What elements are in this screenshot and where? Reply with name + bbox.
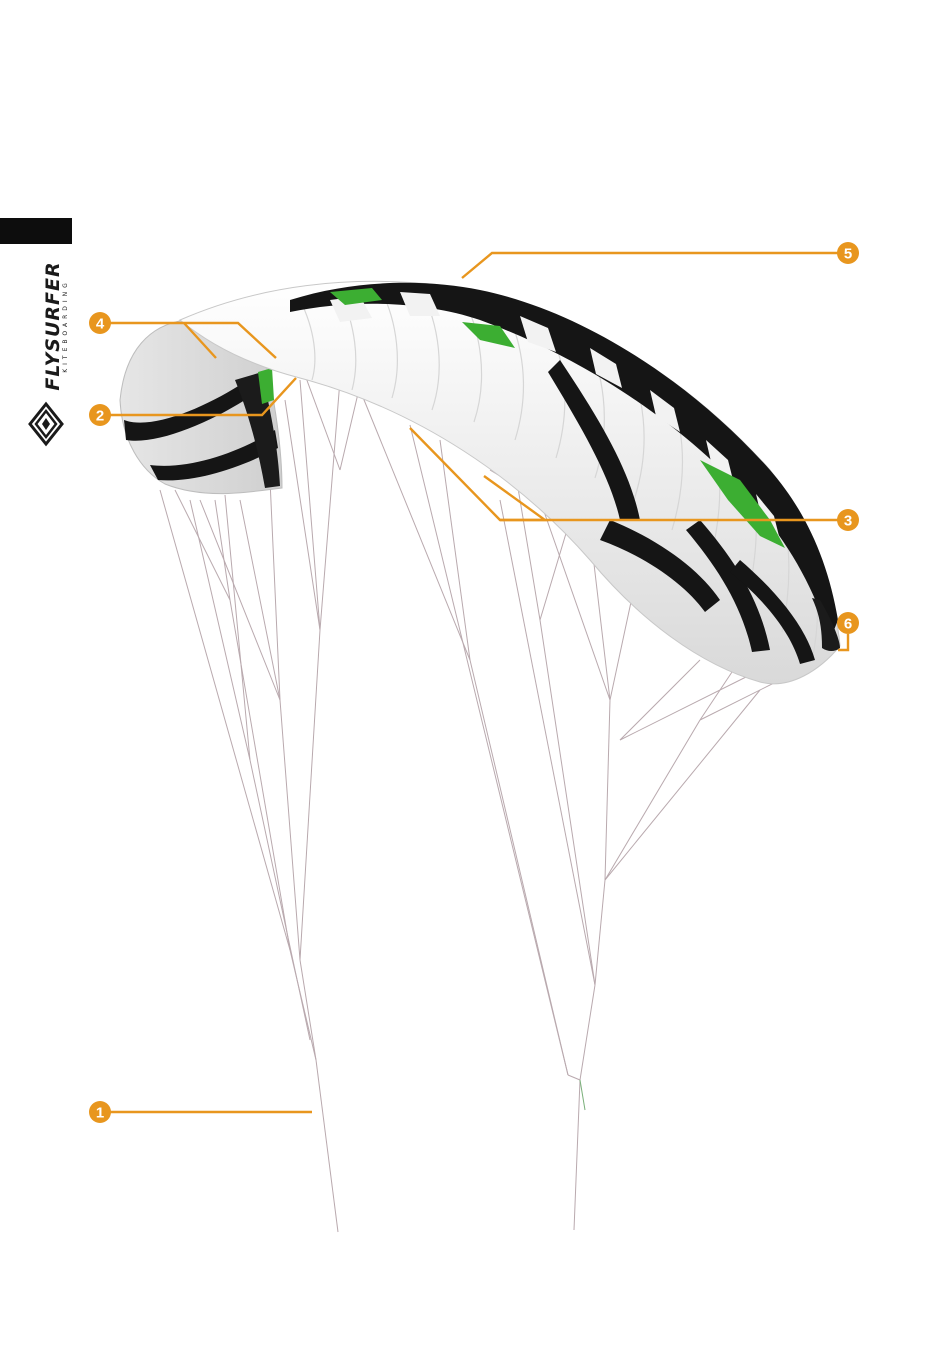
callout-6: 6: [837, 612, 859, 634]
callout-2: 2: [89, 404, 111, 426]
callout-4: 4: [89, 312, 111, 334]
kite-canopy: [120, 281, 840, 683]
callout-5-number: 5: [844, 246, 852, 263]
callout-5-leader: [462, 253, 838, 278]
callout-2-number: 2: [96, 408, 104, 425]
callout-6-number: 6: [844, 616, 852, 633]
callout-5: 5: [837, 242, 859, 264]
callout-4-number: 4: [96, 316, 105, 333]
callout-3-number: 3: [844, 513, 852, 530]
callout-1: 1: [89, 1101, 111, 1123]
callout-3: 3: [837, 509, 859, 531]
callout-1-number: 1: [96, 1105, 104, 1122]
